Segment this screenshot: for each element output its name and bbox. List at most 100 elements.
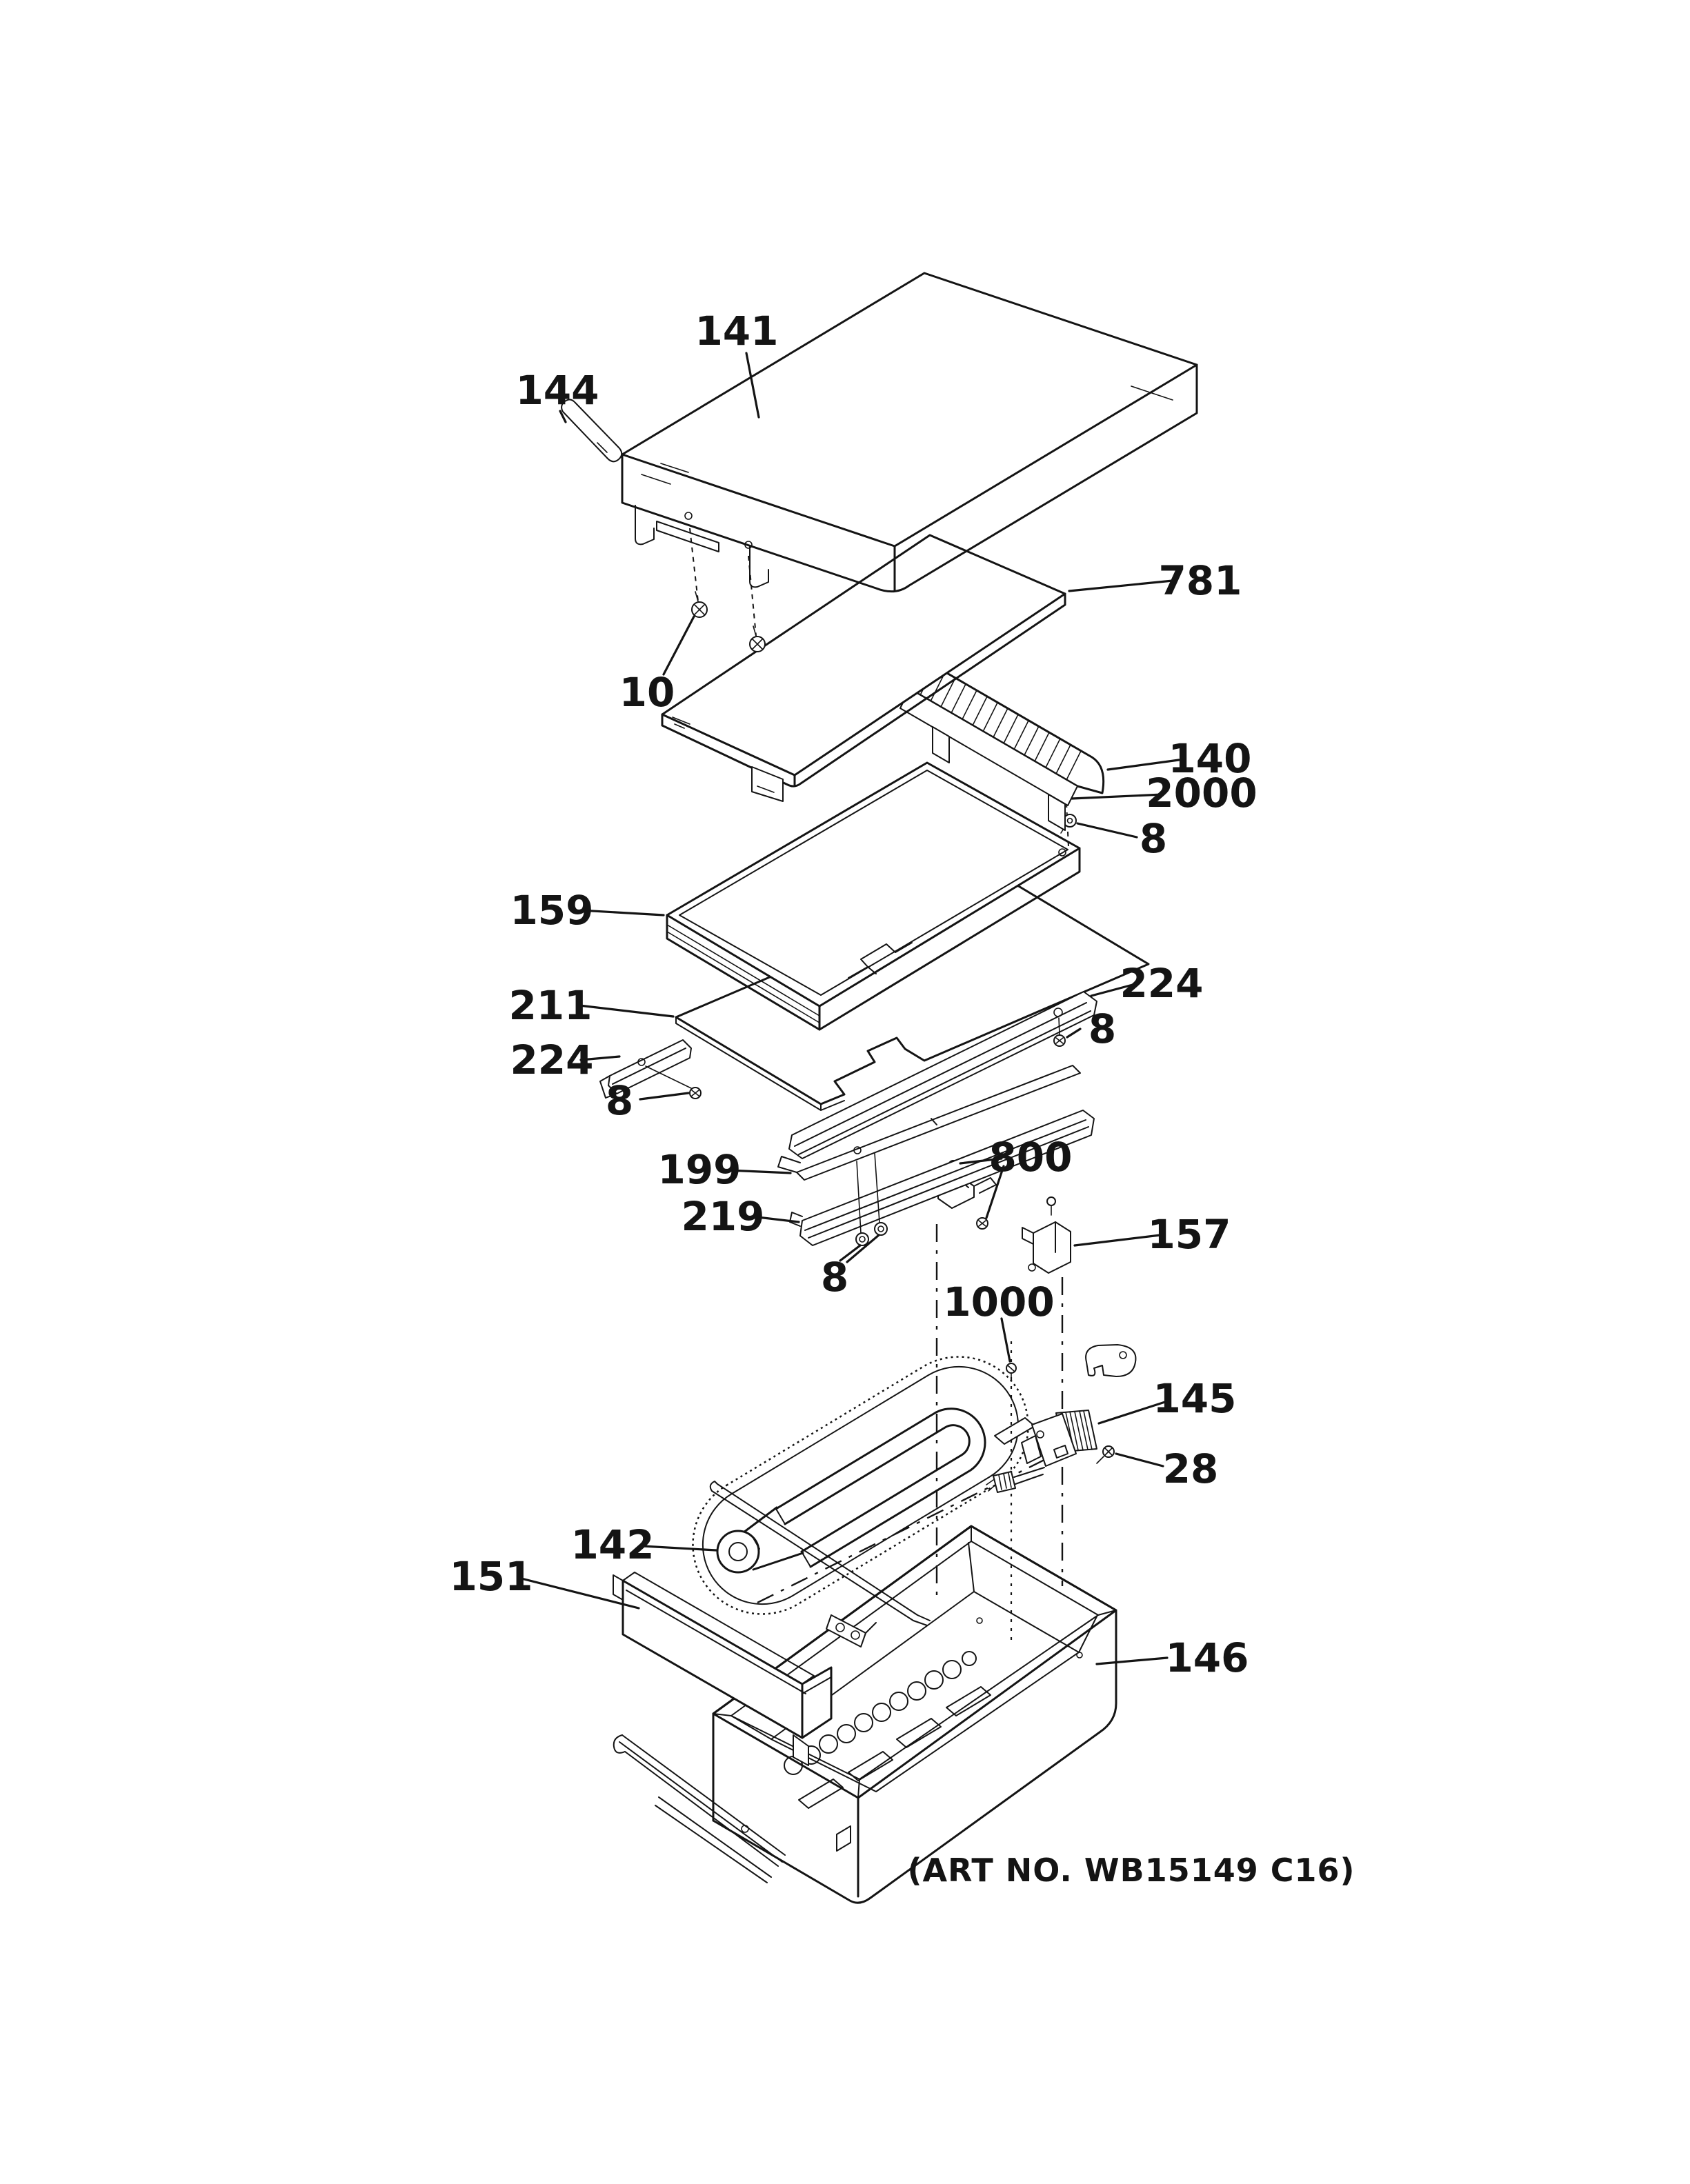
burner-orifice-cap-inner (728, 1542, 748, 1561)
callout-157: 157 (1147, 1211, 1231, 1258)
igniter-bracket-ear (1021, 1435, 1042, 1464)
callout-151: 151 (449, 1553, 533, 1600)
part-157-bracket-drawing (1022, 1196, 1071, 1274)
leader-157 (1073, 1234, 1162, 1247)
callout-144: 144 (515, 367, 599, 414)
callout-145: 145 (1153, 1375, 1236, 1422)
igniter-connector (986, 1471, 1016, 1493)
griddle-lamination-lines (666, 924, 820, 1023)
burner-cap-band (753, 1539, 760, 1550)
rail-199-end-tab (777, 1118, 937, 1173)
rail-224l-folds (599, 1048, 686, 1099)
callout-800: 800 (988, 1134, 1072, 1181)
burner-support-rod (709, 1481, 931, 1626)
tray-front-face-slot (836, 1825, 851, 1852)
screw-157 (1046, 1196, 1056, 1216)
callout-146: 146 (1165, 1634, 1249, 1681)
griddle-thickness-edges (666, 847, 1081, 1031)
callout-1000: 1000 (943, 1279, 1054, 1325)
igniter-bracket (1031, 1413, 1077, 1467)
griddle-rim-inner (679, 770, 1068, 996)
screw-800-lower (976, 1217, 988, 1230)
cover-face-slot (656, 521, 719, 552)
callout-8-right: 8 (1088, 1005, 1116, 1052)
part-224-right-rail-drawing (788, 991, 1097, 1159)
leader-141 (745, 352, 760, 419)
part-219-rail-drawing (789, 1110, 1095, 1246)
burner-venturi-cone (742, 1506, 804, 1571)
cover-top-detail-lines (641, 385, 1173, 485)
burner-bottom-clip (826, 1614, 877, 1647)
drawer-flange-fold-line (802, 1676, 832, 1694)
screw-8-left (689, 1087, 702, 1099)
sheet-211-face (675, 876, 1150, 1105)
callout-224-right: 224 (1120, 960, 1203, 1007)
igniter-axis-line (757, 1443, 1077, 1604)
rail-224r-body (788, 991, 1097, 1159)
leader-8-top (1076, 822, 1138, 839)
part-199-rail-drawing (777, 1065, 1081, 1181)
drawer-top-rolled-edge (622, 1572, 815, 1694)
part-224-left-rail-drawing (599, 1039, 702, 1099)
bracket-157-body (1033, 1221, 1071, 1274)
leader-781 (1068, 579, 1174, 592)
leader-151 (517, 1576, 640, 1610)
burner-tube-open-ends (775, 1508, 811, 1567)
leader-224-left (579, 1055, 621, 1061)
igniter-bracket-slot (1053, 1445, 1068, 1459)
burner-orifice-cap-outer (716, 1530, 760, 1574)
griddle-screw-hole (1058, 848, 1066, 856)
retainer-clip (1085, 1344, 1137, 1377)
cover-hole-1 (684, 512, 693, 520)
rail-219-folds (789, 1119, 1089, 1239)
callout-labels: 141 144 10 781 140 2000 8 159 224 8 211 … (449, 308, 1354, 1889)
leader-142 (642, 1545, 717, 1552)
part-146-burner-box-drawing (613, 1525, 1117, 1904)
leader-10 (662, 615, 695, 676)
igniter-bracket-hole (1036, 1430, 1044, 1439)
burner-hairpin-tube-inner (784, 1424, 971, 1553)
grate-rib-band (908, 659, 1105, 794)
callout-2000: 2000 (1146, 770, 1257, 817)
leader-8-bottom-1 (839, 1244, 862, 1262)
cover-hook-left (635, 505, 655, 545)
rail-224l-screw-line (645, 1065, 692, 1089)
leader-144 (559, 410, 567, 423)
leader-146 (1095, 1656, 1169, 1665)
leader-28 (1115, 1452, 1164, 1467)
tray-floor-dot (976, 1617, 983, 1624)
screw-28 (1096, 1445, 1115, 1464)
burner-inner-flange (702, 1365, 1020, 1605)
burner-hairpin-tube-outer (775, 1407, 986, 1568)
tray-inner-wall-edges (730, 1542, 1097, 1792)
callout-211: 211 (508, 982, 592, 1029)
rod-144-body (561, 399, 623, 463)
callout-28: 28 (1163, 1445, 1219, 1492)
callout-159: 159 (510, 887, 593, 934)
panel-781-stamp-marks (672, 717, 775, 793)
leader-2000 (1071, 793, 1164, 800)
part-781-cover-panel-drawing (661, 534, 1066, 802)
leader-8-right (1066, 1028, 1082, 1039)
tray-floor-slots (798, 1686, 991, 1809)
part-145-igniter-drawing (986, 1344, 1137, 1493)
drawer-left-end-tab (613, 1574, 624, 1601)
rail-199-hole (853, 1146, 862, 1154)
leader-199 (727, 1169, 792, 1174)
cover-front-faces (621, 363, 1198, 593)
leader-8-bottom-2 (846, 1234, 880, 1263)
callout-8-top: 8 (1140, 815, 1167, 862)
grate-foot-right (1048, 794, 1066, 831)
callout-781: 781 (1158, 557, 1242, 604)
sheet-211-thickness (675, 1016, 845, 1111)
bracket-157-screw-small (1028, 1263, 1036, 1272)
panel-781-bottom-tab (751, 766, 784, 802)
leader-800-2 (985, 1165, 1005, 1219)
callout-219: 219 (681, 1193, 764, 1240)
rod-144-band (597, 442, 608, 453)
rail-224r-folds (794, 1002, 1091, 1155)
panel-781-thickness (661, 592, 1066, 788)
leader-140 (1106, 759, 1180, 771)
